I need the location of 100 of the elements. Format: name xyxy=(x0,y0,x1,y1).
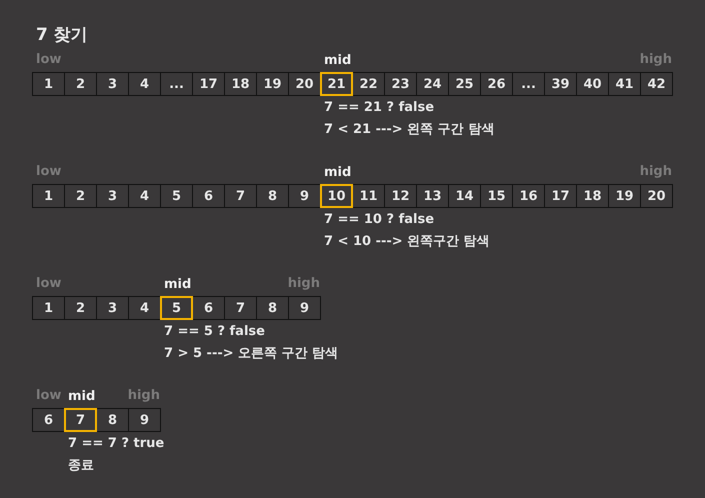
cell-value: 14 xyxy=(455,188,474,204)
cell-value: 41 xyxy=(615,76,634,92)
pointer-label: high xyxy=(128,388,160,403)
array-cell xyxy=(256,184,289,208)
cell-value: 19 xyxy=(615,188,634,204)
step-note: 7 < 21 ---> 왼쪽 구간 탐색 xyxy=(324,122,494,137)
array-cell xyxy=(576,72,609,96)
array-cell xyxy=(96,408,129,432)
cell-value: 19 xyxy=(263,76,282,92)
array-cell xyxy=(352,72,385,96)
cell-value: 23 xyxy=(391,76,410,92)
array-cell xyxy=(96,296,129,320)
array-cell xyxy=(288,72,321,96)
array-cell xyxy=(64,72,97,96)
array-cell xyxy=(512,72,545,96)
cell-value: 20 xyxy=(295,76,314,92)
cell-value: ... xyxy=(521,76,536,92)
array-cell xyxy=(480,184,513,208)
cell-value: 12 xyxy=(391,188,410,204)
step-note: 7 > 5 ---> 오른쪽 구간 탐색 xyxy=(164,346,338,361)
array-cell xyxy=(608,72,641,96)
cell-value: 3 xyxy=(108,76,118,92)
pointer-label: mid xyxy=(324,165,352,180)
cell-value: 6 xyxy=(204,188,214,204)
cell-value: 7 xyxy=(76,412,86,428)
cell-value: 7 xyxy=(236,300,246,316)
array-cell xyxy=(64,184,97,208)
array-cell xyxy=(128,184,161,208)
array-cell xyxy=(192,72,225,96)
cell-value: 42 xyxy=(647,76,666,92)
pointer-label: high xyxy=(640,164,672,179)
cell-value: 6 xyxy=(44,412,54,428)
cell-value: 25 xyxy=(455,76,474,92)
cell-value: 3 xyxy=(108,300,118,316)
cell-value: 4 xyxy=(140,76,150,92)
array-cell xyxy=(384,72,417,96)
cell-value: 8 xyxy=(268,188,278,204)
cell-value: 26 xyxy=(487,76,506,92)
step-note: 7 < 10 ---> 왼쪽구간 탐색 xyxy=(324,234,490,249)
cell-value: 2 xyxy=(76,76,86,92)
array-cell xyxy=(192,184,225,208)
pointer-label: high xyxy=(288,276,320,291)
array-cell xyxy=(256,72,289,96)
cell-value: 21 xyxy=(327,76,346,92)
array-cell xyxy=(64,296,97,320)
cell-value: 13 xyxy=(423,188,442,204)
array-cell xyxy=(416,72,449,96)
cell-value: ... xyxy=(169,76,184,92)
pointer-label: mid xyxy=(68,389,96,404)
cell-value: 39 xyxy=(551,76,570,92)
pointer-label: low xyxy=(36,52,62,67)
cell-value: 1 xyxy=(44,300,54,316)
array-cell xyxy=(160,184,193,208)
array-cell xyxy=(448,72,481,96)
pointer-label: mid xyxy=(324,53,352,68)
array-cell xyxy=(224,72,257,96)
array-cell xyxy=(128,296,161,320)
cell-value: 18 xyxy=(231,76,250,92)
cell-value: 6 xyxy=(204,300,214,316)
array-cell xyxy=(544,72,577,96)
cell-value: 22 xyxy=(359,76,378,92)
array-cell xyxy=(224,184,257,208)
array-cell xyxy=(96,72,129,96)
pointer-label: mid xyxy=(164,277,192,292)
cell-value: 4 xyxy=(140,300,150,316)
cell-value: 16 xyxy=(519,188,538,204)
title: 7 찾기 xyxy=(36,25,88,45)
array-cell xyxy=(576,184,609,208)
cell-value: 1 xyxy=(44,188,54,204)
cell-value: 3 xyxy=(108,188,118,204)
step-note: 종료 xyxy=(68,458,94,473)
cell-value: 24 xyxy=(423,76,442,92)
cell-value: 15 xyxy=(487,188,506,204)
array-cell xyxy=(608,184,641,208)
pointer-label: high xyxy=(640,52,672,67)
cell-value: 8 xyxy=(268,300,278,316)
step-note: 7 == 5 ? false xyxy=(164,324,265,339)
cell-value: 7 xyxy=(236,188,246,204)
array-cell xyxy=(288,184,321,208)
cell-value: 1 xyxy=(44,76,54,92)
array-cell xyxy=(480,72,513,96)
step-note: 7 == 7 ? true xyxy=(68,436,164,451)
cell-value: 20 xyxy=(647,188,666,204)
cell-value: 2 xyxy=(76,300,86,316)
cell-value: 11 xyxy=(359,188,378,204)
pointer-label: low xyxy=(36,388,62,403)
array-cell xyxy=(544,184,577,208)
cell-value: 17 xyxy=(551,188,570,204)
step-note: 7 == 10 ? false xyxy=(324,212,434,227)
array-cell xyxy=(384,184,417,208)
cell-value: 17 xyxy=(199,76,218,92)
cell-value: 5 xyxy=(172,188,182,204)
cell-value: 18 xyxy=(583,188,602,204)
cell-value: 8 xyxy=(108,412,118,428)
array-cell xyxy=(160,72,193,96)
array-cell xyxy=(192,296,225,320)
cell-value: 5 xyxy=(172,300,182,316)
array-cell xyxy=(512,184,545,208)
array-cell xyxy=(224,296,257,320)
cell-value: 4 xyxy=(140,188,150,204)
